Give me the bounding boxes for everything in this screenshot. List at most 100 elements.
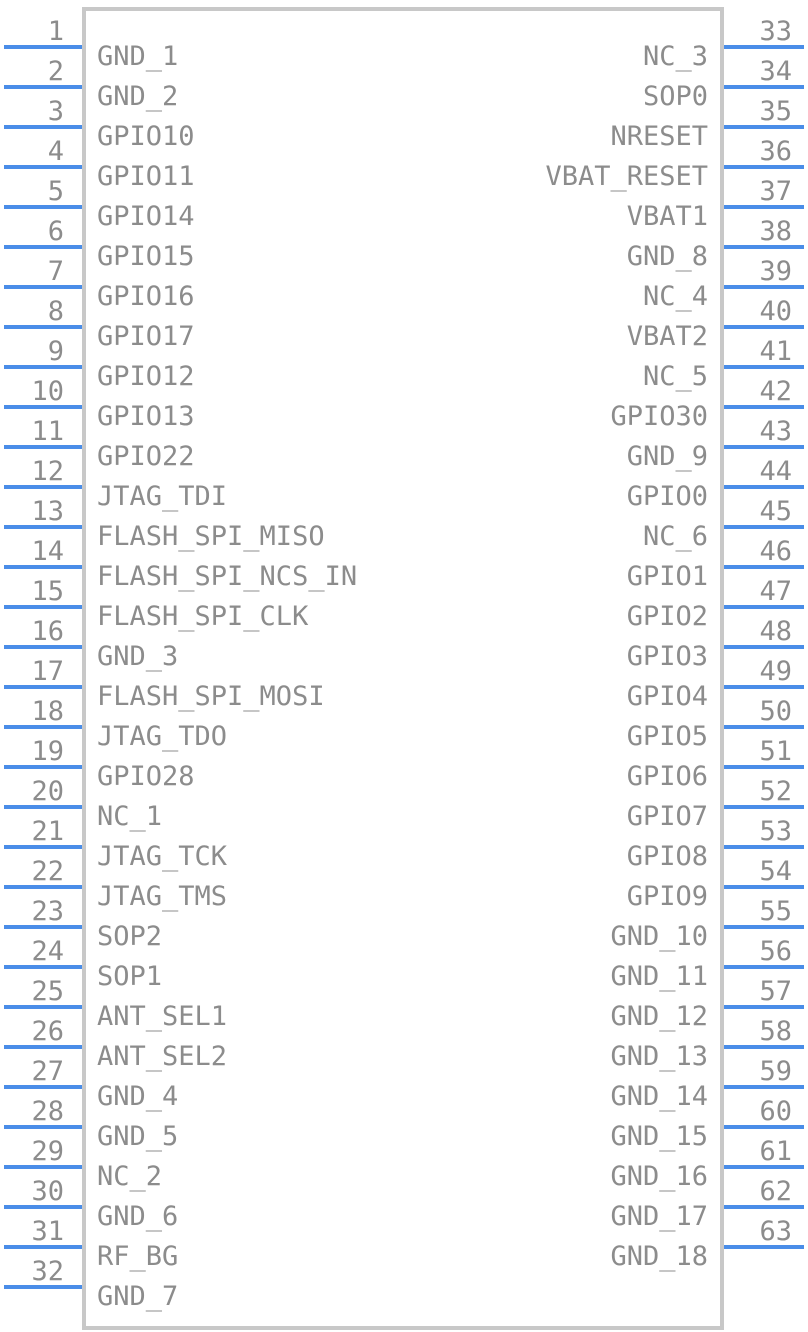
pin-label-56: GND_11	[610, 961, 708, 992]
pin-label-17: FLASH_SPI_MOSI	[97, 681, 325, 712]
pin-label-46: GPIO1	[627, 561, 708, 592]
pin-number-31: 31	[31, 1216, 64, 1247]
pin-number-38: 38	[759, 216, 792, 247]
pin-number-16: 16	[31, 616, 64, 647]
pin-number-43: 43	[759, 416, 792, 447]
pin-number-14: 14	[31, 536, 64, 567]
pin-number-60: 60	[759, 1096, 792, 1127]
pin-number-47: 47	[759, 576, 792, 607]
pin-number-28: 28	[31, 1096, 64, 1127]
left-pin-group: 1GND_12GND_23GPIO104GPIO115GPIO146GPIO15…	[4, 16, 357, 1312]
pin-label-37: VBAT1	[627, 201, 708, 232]
pin-label-59: GND_14	[610, 1081, 708, 1112]
pin-label-1: GND_1	[97, 41, 178, 72]
pin-label-2: GND_2	[97, 81, 178, 112]
pin-number-8: 8	[48, 296, 64, 327]
pin-number-18: 18	[31, 696, 64, 727]
pin-number-45: 45	[759, 496, 792, 527]
pin-number-59: 59	[759, 1056, 792, 1087]
pin-number-15: 15	[31, 576, 64, 607]
pin-label-33: NC_3	[643, 41, 708, 72]
pin-label-21: JTAG_TCK	[97, 841, 228, 872]
pin-label-25: ANT_SEL1	[97, 1001, 227, 1032]
pin-number-37: 37	[759, 176, 792, 207]
pin-number-39: 39	[759, 256, 792, 287]
pin-label-24: SOP1	[97, 961, 162, 992]
pin-number-9: 9	[48, 336, 64, 367]
pin-label-18: JTAG_TDO	[97, 721, 227, 752]
pin-label-57: GND_12	[610, 1001, 708, 1032]
pin-number-36: 36	[759, 136, 792, 167]
pin-label-20: NC_1	[97, 801, 162, 832]
pin-number-50: 50	[759, 696, 792, 727]
pin-label-34: SOP0	[643, 81, 708, 112]
pin-label-55: GND_10	[610, 921, 708, 952]
pin-label-43: GND_9	[627, 441, 708, 472]
pin-label-27: GND_4	[97, 1081, 178, 1112]
pin-label-8: GPIO17	[97, 321, 195, 352]
pin-number-63: 63	[759, 1216, 792, 1247]
pin-label-26: ANT_SEL2	[97, 1041, 227, 1072]
component-body	[82, 7, 724, 1330]
pin-number-33: 33	[759, 16, 792, 47]
pin-label-38: GND_8	[627, 241, 708, 272]
pin-number-53: 53	[759, 816, 792, 847]
pin-number-23: 23	[31, 896, 64, 927]
pin-number-20: 20	[31, 776, 64, 807]
pin-label-29: NC_2	[97, 1161, 162, 1192]
pin-number-61: 61	[759, 1136, 792, 1167]
pin-label-51: GPIO6	[627, 761, 708, 792]
pin-number-49: 49	[759, 656, 792, 687]
pin-label-63: GND_18	[610, 1241, 708, 1272]
pin-label-44: GPIO0	[627, 481, 708, 512]
pin-number-44: 44	[759, 456, 792, 487]
pin-number-13: 13	[31, 496, 64, 527]
pin-number-10: 10	[31, 376, 64, 407]
pin-label-32: GND_7	[97, 1281, 178, 1312]
pin-label-49: GPIO4	[627, 681, 708, 712]
pin-number-22: 22	[31, 856, 64, 887]
pin-number-25: 25	[31, 976, 64, 1007]
pin-label-10: GPIO13	[97, 401, 195, 432]
pin-label-12: JTAG_TDI	[97, 481, 227, 512]
pin-number-42: 42	[759, 376, 792, 407]
pin-label-22: JTAG_TMS	[97, 881, 227, 912]
pin-label-4: GPIO11	[97, 161, 195, 192]
pin-number-40: 40	[759, 296, 792, 327]
pin-number-46: 46	[759, 536, 792, 567]
pin-label-36: VBAT_RESET	[545, 161, 708, 192]
pin-number-54: 54	[759, 856, 792, 887]
pin-label-28: GND_5	[97, 1121, 178, 1152]
pin-label-54: GPIO9	[627, 881, 708, 912]
pin-number-26: 26	[31, 1016, 64, 1047]
pin-label-6: GPIO15	[97, 241, 195, 272]
pin-number-6: 6	[48, 216, 64, 247]
pin-label-61: GND_16	[610, 1161, 708, 1192]
pin-number-52: 52	[759, 776, 792, 807]
pin-number-24: 24	[31, 936, 64, 967]
pin-label-42: GPIO30	[610, 401, 708, 432]
pin-number-58: 58	[759, 1016, 792, 1047]
pin-label-60: GND_15	[610, 1121, 708, 1152]
pin-number-5: 5	[48, 176, 64, 207]
pin-label-16: GND_3	[97, 641, 178, 672]
pin-label-50: GPIO5	[627, 721, 708, 752]
pin-number-7: 7	[48, 256, 64, 287]
pin-number-17: 17	[31, 656, 64, 687]
pin-label-5: GPIO14	[97, 201, 195, 232]
pin-label-62: GND_17	[610, 1201, 708, 1232]
pin-label-13: FLASH_SPI_MISO	[97, 521, 325, 552]
pin-label-9: GPIO12	[97, 361, 195, 392]
pin-label-40: VBAT2	[627, 321, 708, 352]
pin-number-2: 2	[48, 56, 64, 87]
pin-number-41: 41	[759, 336, 792, 367]
pin-label-39: NC_4	[643, 281, 708, 312]
pin-number-35: 35	[759, 96, 792, 127]
pin-number-27: 27	[31, 1056, 64, 1087]
pin-number-62: 62	[759, 1176, 792, 1207]
pin-label-3: GPIO10	[97, 121, 195, 152]
pin-number-21: 21	[31, 816, 64, 847]
pin-number-51: 51	[759, 736, 792, 767]
pin-number-12: 12	[31, 456, 64, 487]
